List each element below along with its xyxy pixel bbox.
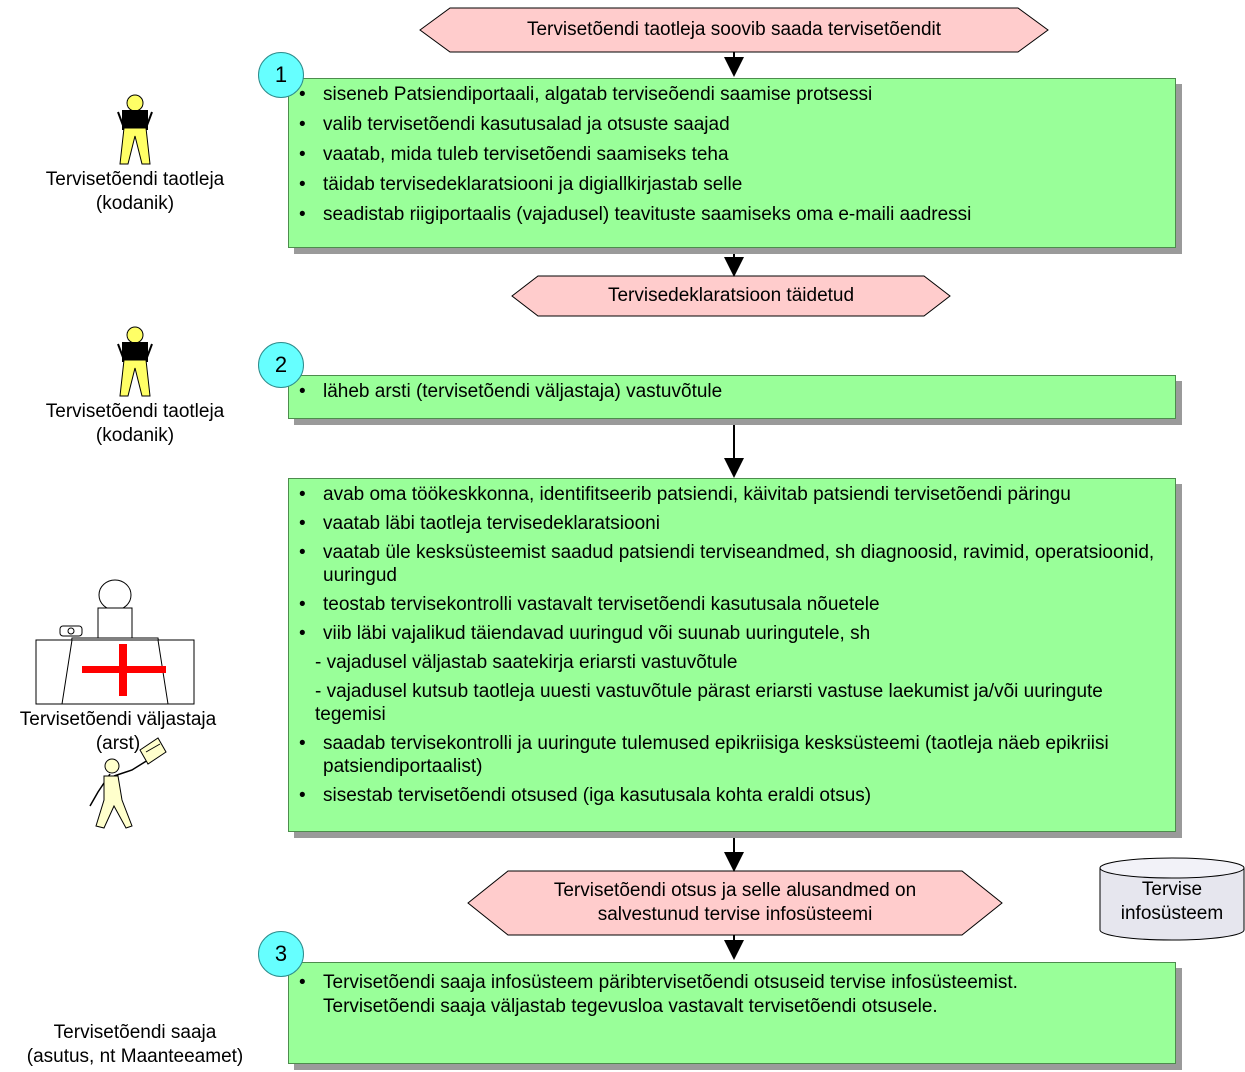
event-declaration-done: Tervisedeklaratsioon täidetud — [607, 285, 855, 306]
actor-name: Tervisetõendi taotleja — [45, 169, 225, 190]
list-item: valib tervisetõendi kasutusalad ja otsus… — [297, 113, 1167, 137]
list-item: teostab tervisekontrolli vastavalt tervi… — [297, 593, 1167, 616]
list-item: Tervisetõendi saaja infosüsteem päribter… — [297, 971, 1167, 1019]
actor-label-applicant-2: Tervisetõendi taotleja (kodanik) — [0, 400, 270, 448]
process-box-1: siseneb Patsiendiportaali, algatab tervi… — [288, 78, 1176, 248]
event-start-shape — [419, 7, 1049, 53]
list-item: sisestab tervisetõendi otsused (iga kasu… — [297, 784, 1167, 807]
actor-label-receiver: Tervisetõendi saaja (asutus, nt Maanteea… — [0, 1021, 270, 1069]
list-item: vaatab, mida tuleb tervisetõendi saamise… — [297, 143, 1167, 167]
database-icon — [1099, 857, 1245, 941]
box3-line-1: Tervisetõendi saaja infosüsteem päribter… — [323, 972, 1018, 993]
list-item: vaatab läbi taotleja tervisedeklaratsioo… — [297, 512, 1167, 535]
list-item: läheb arsti (tervisetõendi väljastaja) v… — [297, 380, 1167, 404]
doctor-list: avab oma töökeskkonna, identifitseerib p… — [297, 483, 1167, 807]
list-item: vaatab üle kesksüsteemist saadud patsien… — [297, 541, 1167, 587]
courier-icon — [89, 737, 167, 829]
list-item: - vajadusel kutsub taotleja uuesti vastu… — [315, 681, 1103, 725]
event-saved: Tervisetõendi otsus ja selle alusandmed … — [508, 871, 962, 935]
list-item: - vajadusel väljastab saatekirja eriarst… — [315, 652, 738, 673]
box1-list: siseneb Patsiendiportaali, algatab tervi… — [297, 83, 1167, 227]
actor-role: (asutus, nt Maanteeamet) — [26, 1046, 244, 1067]
database-label-line2: infosüsteem — [1120, 903, 1224, 924]
process-box-2: läheb arsti (tervisetõendi väljastaja) v… — [288, 375, 1176, 419]
box3-list: Tervisetõendi saaja infosüsteem päribter… — [297, 971, 1167, 1019]
list-item: siseneb Patsiendiportaali, algatab tervi… — [297, 83, 1167, 107]
list-item: viib läbi vajalikud täiendavad uuringud … — [297, 622, 1167, 645]
citizen-icon — [117, 94, 153, 165]
database-label: Tervise infosüsteem — [1100, 878, 1244, 926]
step-3-badge: 3 — [258, 931, 304, 977]
actor-label-issuer: Tervisetõendi väljastaja (arst) — [0, 708, 236, 756]
process-box-3: Tervisetõendi saaja infosüsteem päribter… — [288, 962, 1176, 1064]
event-declaration-shape — [511, 275, 951, 317]
actor-name: Tervisetõendi saaja — [53, 1022, 217, 1043]
database-label-line1: Tervise — [1141, 879, 1203, 900]
list-item: saadab tervisekontrolli ja uuringute tul… — [297, 732, 1167, 778]
process-box-doctor: avab oma töökeskkonna, identifitseerib p… — [288, 478, 1176, 832]
box2-list: läheb arsti (tervisetõendi väljastaja) v… — [297, 380, 1167, 404]
actor-name: Tervisetõendi väljastaja — [19, 709, 217, 730]
step-1-badge: 1 — [258, 52, 304, 98]
actor-role: (kodanik) — [95, 193, 175, 214]
event-start: Tervisetõendi taotleja soovib saada terv… — [526, 19, 942, 40]
actor-role: (arst) — [95, 733, 141, 754]
list-item: seadistab riigiportaalis (vajadusel) tea… — [297, 203, 1167, 227]
event-saved-text: Tervisetõendi otsus ja selle alusandmed … — [553, 880, 917, 925]
actor-name: Tervisetõendi taotleja — [45, 401, 225, 422]
step-2-badge: 2 — [258, 342, 304, 388]
doctor-icon — [35, 579, 195, 705]
actor-role: (kodanik) — [95, 425, 175, 446]
actor-label-applicant-1: Tervisetõendi taotleja (kodanik) — [0, 168, 270, 216]
citizen-icon-2 — [117, 326, 153, 397]
list-item: täidab tervisedeklaratsiooni ja digiallk… — [297, 173, 1167, 197]
box3-line-2: Tervisetõendi saaja väljastab tegevusloa… — [323, 996, 938, 1017]
list-item: avab oma töökeskkonna, identifitseerib p… — [297, 483, 1167, 506]
event-saved-shape — [467, 870, 1003, 936]
